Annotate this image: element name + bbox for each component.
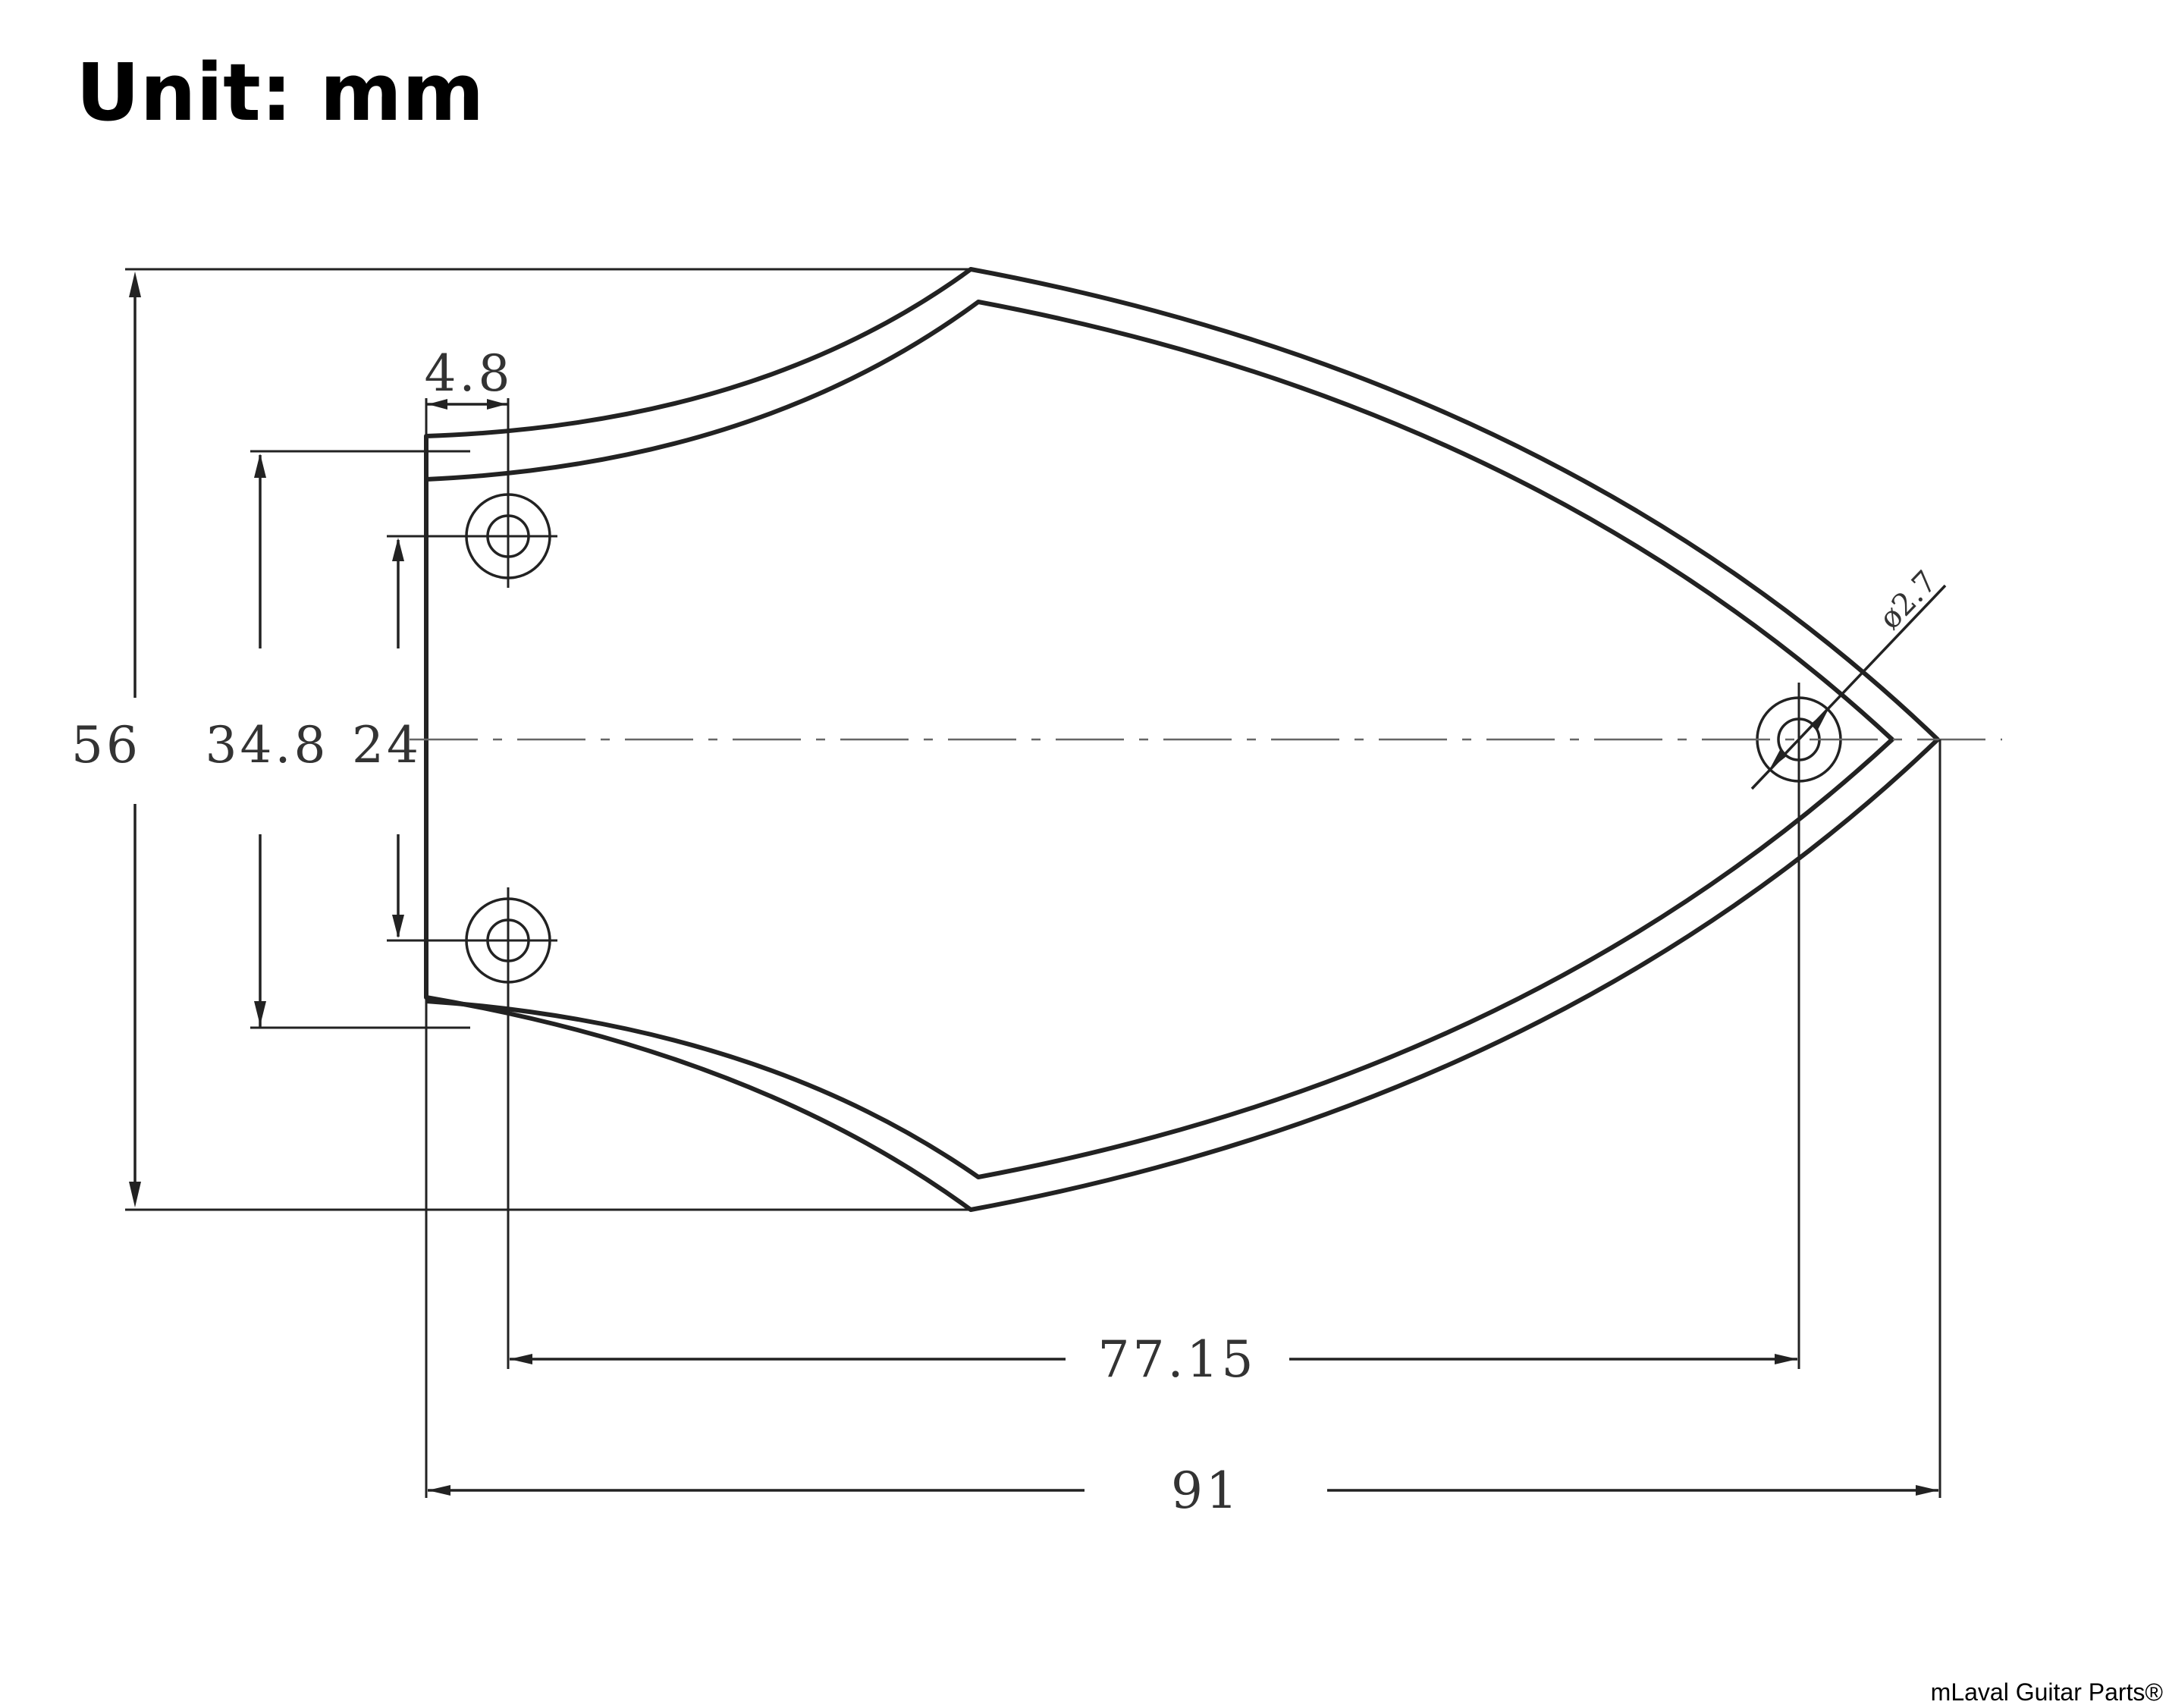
dim-hole-offset: 4.8 <box>425 344 513 493</box>
hole-top <box>387 489 557 588</box>
hole-bottom <box>387 887 557 986</box>
unit-title: Unit: mm <box>76 46 484 139</box>
dim-label-91: 91 <box>1171 1462 1241 1520</box>
dim-outer-span: 34.8 <box>206 450 470 1029</box>
dim-overall-height: 56 <box>71 268 971 1211</box>
dim-label-56: 56 <box>71 716 141 774</box>
dim-label-4-8: 4.8 <box>425 344 513 403</box>
dim-label-77-15: 77.15 <box>1098 1330 1257 1389</box>
dim-hole-to-tip: 77.15 <box>507 789 1800 1389</box>
inner-bevel-line <box>425 300 1894 1179</box>
dim-hole-diameter: ø2.7 <box>1750 564 1947 790</box>
hole-tip <box>1756 683 1842 789</box>
brand-label: mLaval Guitar Parts® <box>1931 1678 2164 1706</box>
mounting-holes <box>387 489 1842 986</box>
dim-hole-spacing: 24 <box>352 538 422 938</box>
dim-label-24: 24 <box>352 716 422 774</box>
dim-label-34-8: 34.8 <box>206 716 329 774</box>
dim-overall-length: 91 <box>425 739 1941 1520</box>
